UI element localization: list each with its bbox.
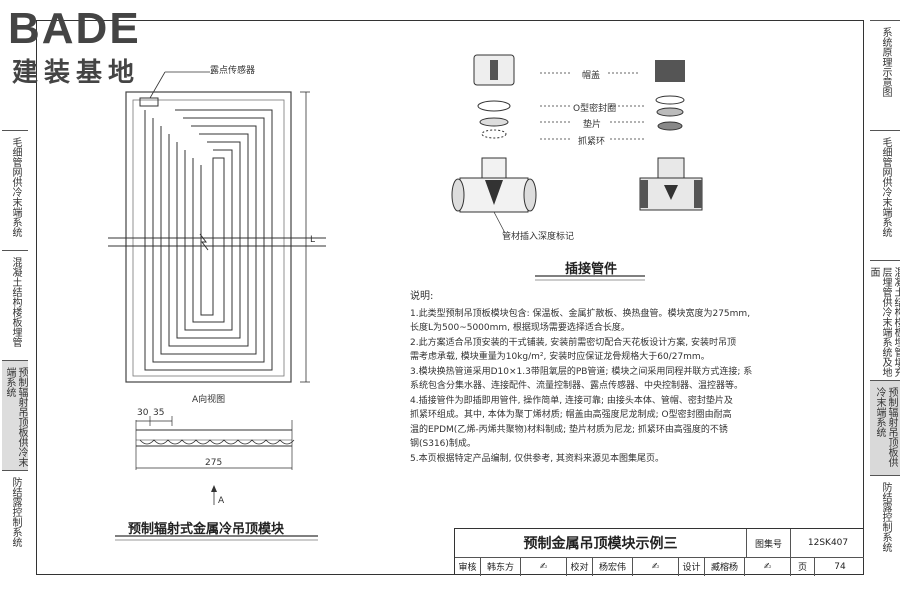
side-tabs-right: 系统原理示意图 毛细管网供冷末端系统 混凝土结构楼板埋管填充层埋管供冷末端系统及…	[868, 20, 900, 575]
note-line: 4.插接管件为即插即用管件, 操作简单, 连接可靠; 由接头本体、管帽、密封垫片…	[410, 395, 733, 406]
drawing-frame	[36, 20, 864, 575]
reviewer-signature: ✍	[521, 557, 567, 576]
right-tab-4[interactable]: 预制辐射吊顶板供冷末端系统	[870, 380, 900, 475]
left-tab-4[interactable]: 防结露控制系统	[2, 470, 28, 570]
dim-275-label: 275	[205, 458, 223, 468]
right-tab-3[interactable]: 混凝土结构楼板埋管填充层埋管供冷末端系统及地面	[868, 260, 900, 380]
checker-name: 杨宏伟	[593, 557, 633, 576]
left-tab-2[interactable]: 混凝土结构楼板埋管	[2, 250, 28, 360]
arrow-A-label: A	[218, 496, 225, 506]
right-tab-5[interactable]: 防结露控制系统	[870, 475, 900, 575]
depth-mark-label: 管材插入深度标记	[502, 232, 575, 242]
right-tab-2[interactable]: 毛细管网供冷末端系统	[870, 130, 900, 260]
notes-title: 说明:	[410, 291, 434, 302]
note-line: 1.此类型预制吊顶板模块包含: 保温板、金属扩散板、换热盘管。模块宽度为275m…	[410, 308, 751, 319]
note-line: 长度L为500~5000mm, 根据现场需要选择适合长度。	[410, 323, 630, 333]
checker-signature: ✍	[633, 557, 679, 576]
part-grip-ring-label: 抓紧环	[578, 137, 606, 147]
right-tab-1[interactable]: 系统原理示意图	[870, 20, 900, 130]
module-title: 预制辐射式金属冷吊顶模块	[128, 522, 285, 537]
side-tabs-left: 毛细管网供冷末端系统 混凝土结构楼板埋管 预制辐射吊顶板供冷末端系统 防结露控制…	[2, 130, 28, 570]
left-tab-1[interactable]: 毛细管网供冷末端系统	[2, 130, 28, 250]
dew-sensor-label: 露点传感器	[210, 66, 256, 76]
atlas-label: 图集号	[747, 529, 791, 557]
part-oring-label: O型密封圈	[573, 104, 617, 114]
designer-signature: ✍	[745, 557, 791, 576]
note-line: 5.本页根据特定产品编制, 仅供参考, 其资料来源见本图集尾页。	[410, 453, 665, 464]
review-label: 审核	[455, 557, 481, 576]
designer-name: 臧榕杨	[705, 557, 745, 576]
logo: BADE 建装基地	[8, 4, 178, 88]
note-line: 需考虑承载, 模块重量为10kg/m², 安装时应保证龙骨规格大于60/27mm…	[410, 352, 710, 362]
design-label: 设计	[679, 557, 705, 576]
logo-brand: BADE	[8, 4, 141, 53]
note-line: 抓紧环组成。其中, 本体为聚丁烯材质; 帽盖由高强度尼龙制成; O型密封圈由耐高	[410, 410, 732, 420]
dim-30-label: 30	[137, 408, 149, 418]
view-label: A向视图	[192, 395, 226, 405]
part-gasket-label: 垫片	[583, 120, 602, 130]
part-cap-label: 帽盖	[582, 71, 601, 81]
note-line: 钢(S316)制成。	[410, 439, 476, 449]
page-label: 页	[791, 557, 815, 576]
notes-block: 说明: 1.此类型预制吊顶板模块包含: 保温板、金属扩散板、换热盘管。模块宽度为…	[410, 290, 850, 466]
note-line: 2.此方案适合吊顶安装的干式铺装, 安装前需密切配合天花板设计方案, 安装时吊顶	[410, 337, 737, 348]
note-line: 3.模块换热管道采用D10×1.3带阻氧层的PB管道; 模块之间采用同程并联方式…	[410, 366, 753, 377]
note-line: 温的EPDM(乙烯-丙烯共聚物)材料制成; 垫片材质为尼龙; 抓紧环由高强度的不…	[410, 424, 728, 435]
note-line: 系统包含分集水器、连接配件、流量控制器、露点传感器、中央控制器、温控器等。	[410, 381, 744, 391]
page-title: 预制金属吊顶模块示例三	[455, 529, 747, 557]
check-label: 校对	[567, 557, 593, 576]
page-number: 74	[834, 561, 846, 572]
dim-L-label: L	[310, 235, 316, 245]
dim-35-label: 35	[153, 408, 165, 418]
fitting-title: 插接管件	[565, 262, 618, 277]
left-tab-3[interactable]: 预制辐射吊顶板供冷末端系统	[2, 360, 28, 470]
reviewer-name: 韩东方	[481, 557, 521, 576]
atlas-number: 12SK407	[807, 538, 849, 548]
title-block: 预制金属吊顶模块示例三 图集号 12SK407 审核 韩东方 ✍ 校对 杨宏伟 …	[454, 528, 864, 576]
logo-subtitle: 建装基地	[12, 58, 141, 88]
